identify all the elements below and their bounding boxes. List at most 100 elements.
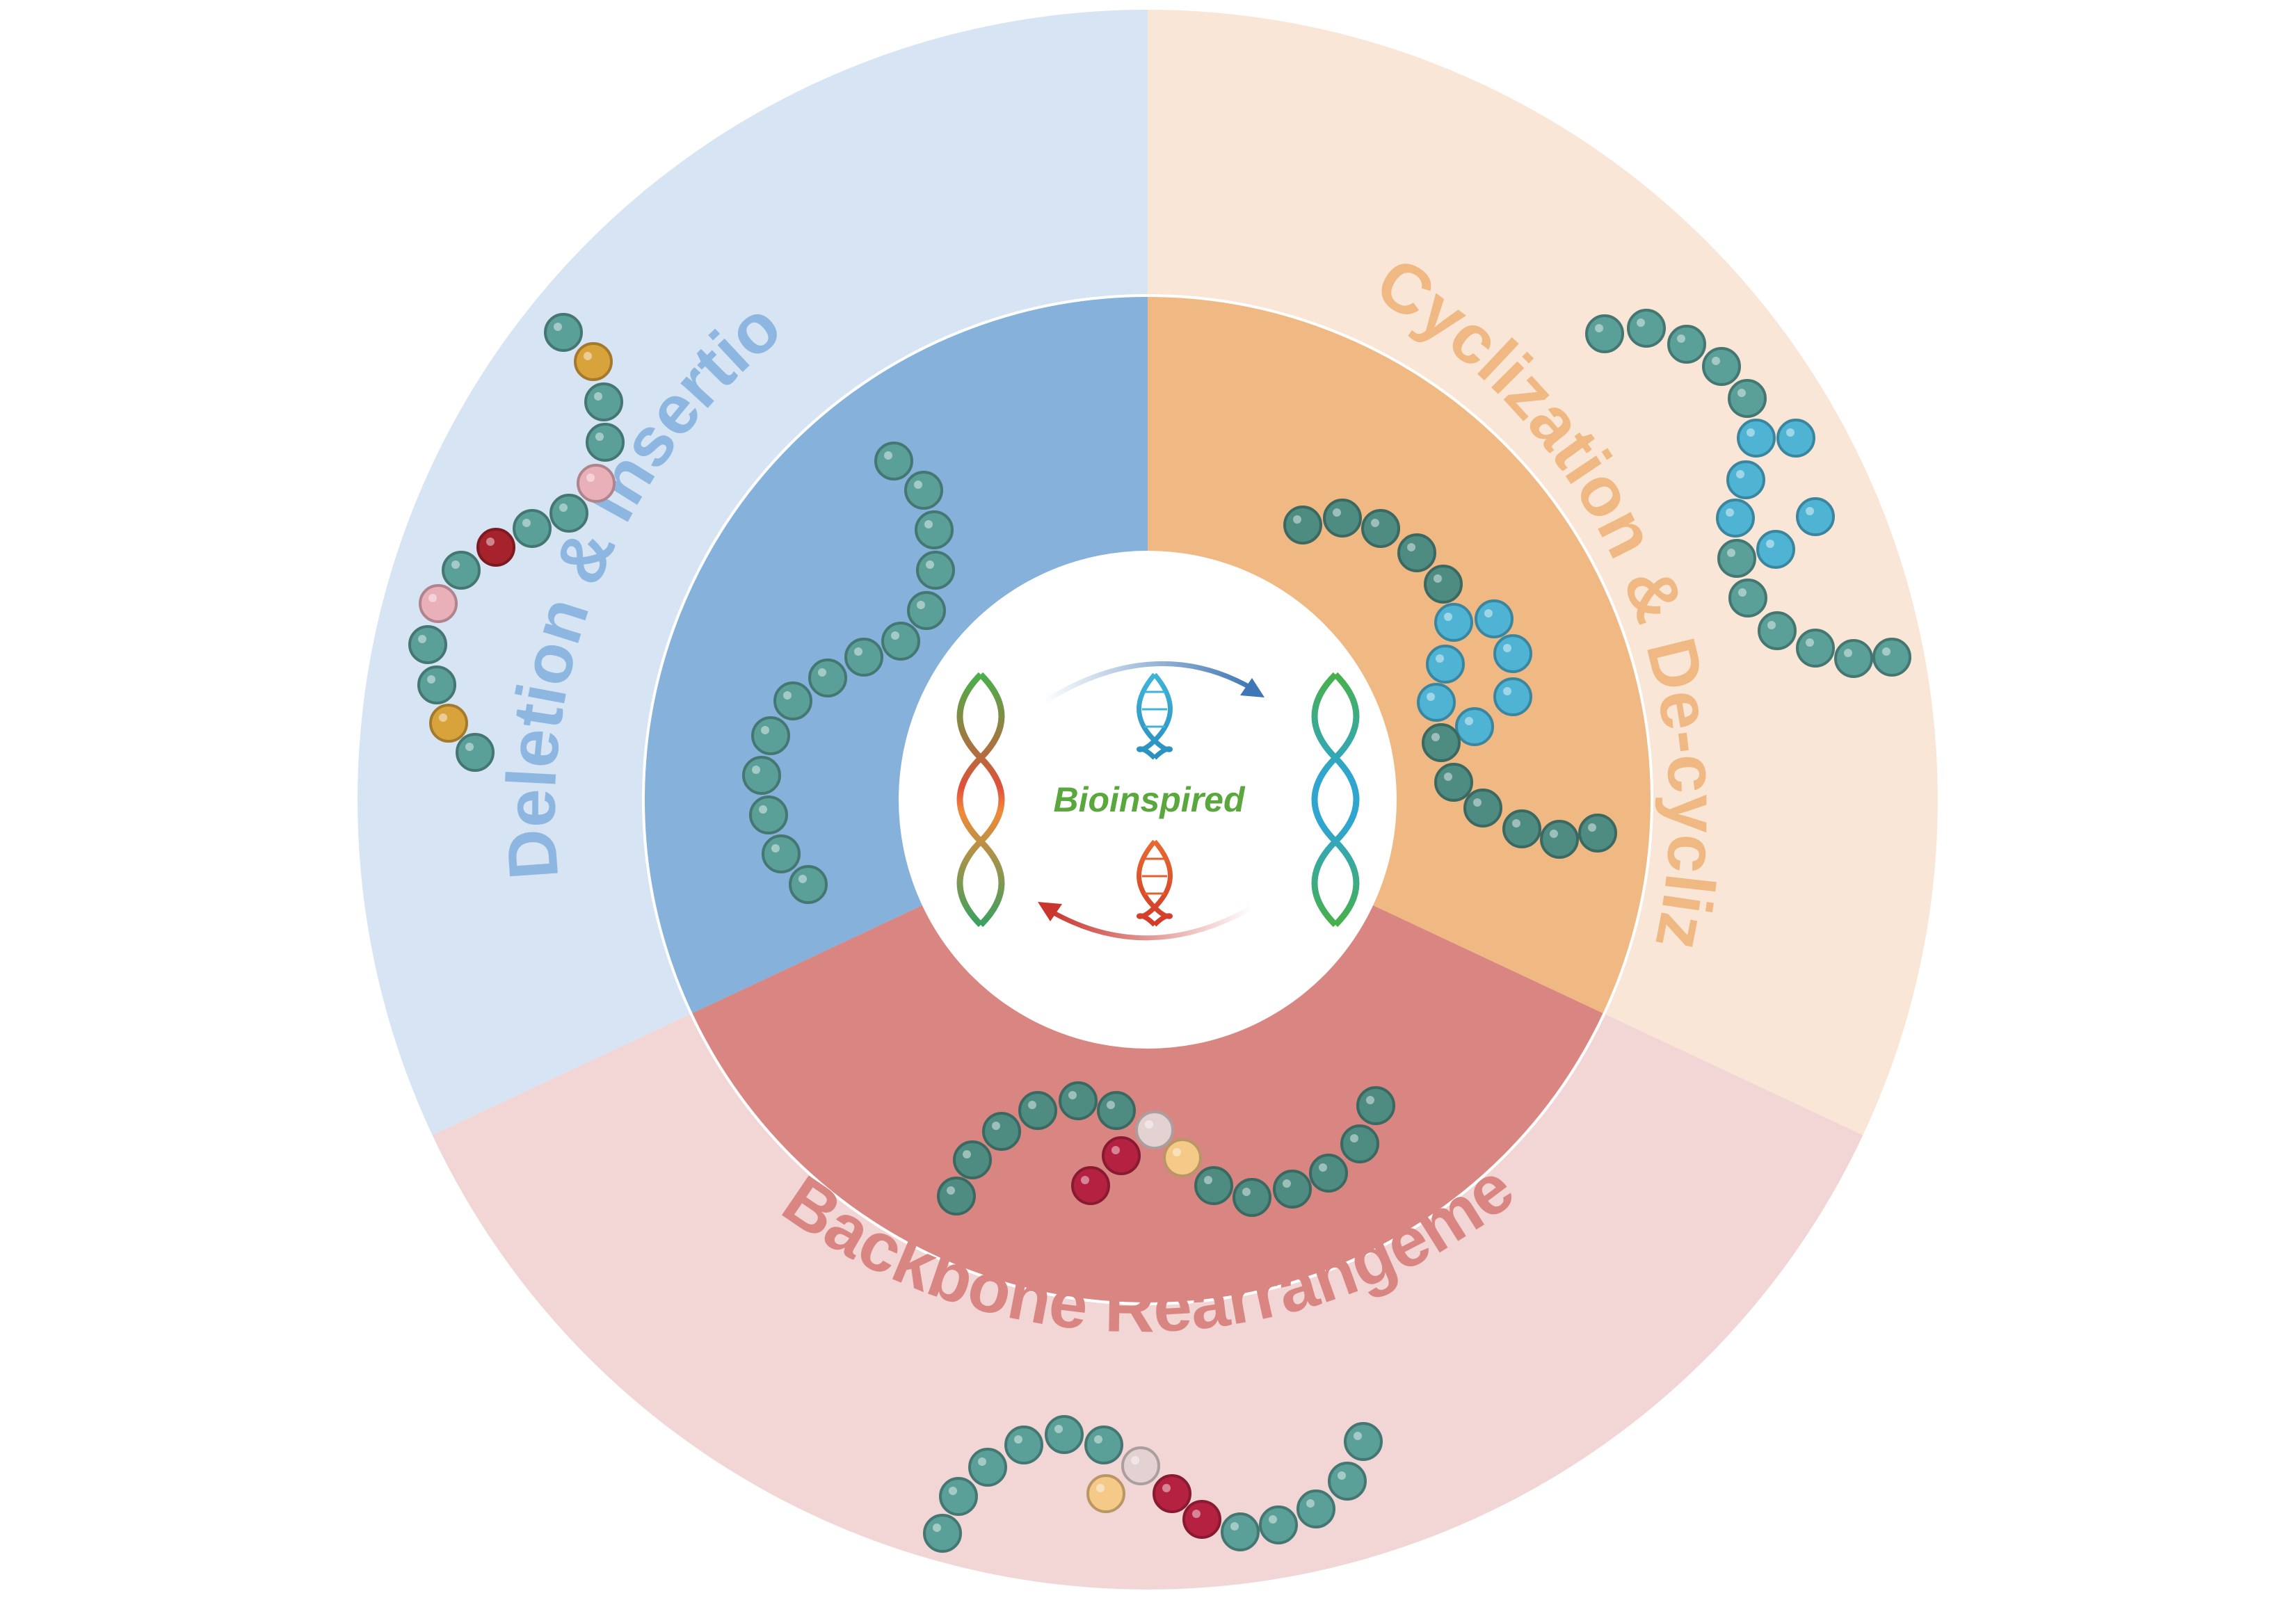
bead (1776, 419, 1815, 458)
bead (1502, 809, 1541, 848)
bead (1627, 309, 1666, 348)
bead (544, 313, 583, 352)
bead-highlight (1747, 428, 1755, 437)
bead-highlight (1283, 1179, 1291, 1188)
bead-highlight (1173, 1148, 1181, 1156)
bead-highlight (949, 1487, 957, 1495)
bead-highlight (1371, 519, 1379, 527)
bead (1084, 1426, 1123, 1464)
bead (1728, 379, 1767, 418)
bead-highlight (924, 520, 933, 528)
bead-highlight (586, 474, 595, 482)
bead-highlight (1014, 1435, 1022, 1444)
bead-highlight (926, 560, 934, 569)
bead (1834, 639, 1873, 678)
bead (584, 382, 623, 421)
chain-cyclization-inner (1283, 499, 1617, 859)
bead-highlight (1054, 1425, 1063, 1433)
chain-cyclization-outer (1585, 309, 1911, 678)
dna-helix-right-icon (1311, 672, 1360, 928)
bead (1296, 1489, 1335, 1528)
bead (939, 1477, 978, 1516)
bead (1756, 530, 1795, 569)
bead (1259, 1505, 1298, 1544)
bead (874, 442, 913, 481)
bead (1045, 1415, 1084, 1454)
bead (1434, 603, 1473, 642)
bead-highlight (818, 668, 826, 677)
bead (904, 471, 943, 510)
bead-highlight (1637, 318, 1645, 327)
bead-highlight (418, 635, 426, 643)
bead-highlight (1595, 324, 1603, 332)
bead-highlight (1550, 830, 1558, 838)
bead (749, 796, 788, 834)
bead-highlight (854, 647, 862, 656)
bead-highlight (1444, 773, 1452, 781)
bead-highlight (554, 323, 562, 331)
bead (1578, 814, 1617, 853)
bead (915, 510, 954, 549)
bead (907, 591, 946, 630)
bead (1194, 1166, 1233, 1205)
bead-highlight (1068, 1091, 1077, 1099)
bead-highlight (1145, 1120, 1153, 1129)
bead-highlight (1473, 798, 1482, 807)
bead-highlight (1306, 1499, 1315, 1508)
bead-highlight (1269, 1515, 1277, 1524)
bead-highlight (1512, 819, 1520, 827)
arrow-forward-icon (1042, 661, 1253, 704)
bead (1397, 533, 1436, 572)
chain-rearrangement-inner (937, 1081, 1395, 1217)
bead-highlight (1738, 588, 1747, 597)
bead (751, 716, 790, 755)
bead-highlight (1354, 1432, 1362, 1440)
bead (923, 1514, 962, 1553)
bead-highlight (1503, 644, 1511, 652)
bead-highlight (1727, 549, 1735, 557)
bead (1121, 1446, 1160, 1485)
bead-highlight (1094, 1435, 1102, 1444)
bead-highlight (1436, 654, 1444, 663)
bead (742, 756, 781, 795)
bead (1273, 1170, 1312, 1209)
bead (1417, 683, 1456, 722)
bead-highlight (1096, 1484, 1105, 1492)
bead (1221, 1512, 1260, 1551)
inner-ring-border (642, 294, 1653, 1305)
bead-highlight (559, 503, 568, 512)
bead (1716, 499, 1755, 538)
bead (789, 865, 828, 904)
bead (419, 584, 458, 623)
bead (968, 1448, 1007, 1487)
bead (1361, 509, 1400, 548)
bead-highlight (1107, 1101, 1115, 1109)
bead (586, 423, 625, 462)
bead-highlight (759, 805, 767, 814)
bead-highlight (914, 481, 922, 489)
bead (1726, 460, 1765, 499)
bead (429, 704, 468, 743)
bead (1728, 579, 1767, 617)
bead (881, 622, 920, 661)
bead-highlight (1588, 823, 1596, 832)
bead-highlight (947, 1186, 955, 1195)
bead (844, 638, 883, 677)
bead (1455, 707, 1494, 746)
bead (1356, 1086, 1395, 1125)
bead-highlight (1766, 540, 1774, 548)
bead-highlight (1111, 1146, 1120, 1154)
bead-highlight (584, 352, 592, 360)
bead (1422, 723, 1461, 762)
bead (442, 551, 481, 590)
bead (1493, 677, 1532, 716)
bead (982, 1112, 1021, 1151)
bead (1102, 1136, 1141, 1175)
bead (408, 625, 447, 664)
inner-sector-rearrangement (691, 800, 1605, 1305)
bead-highlight (933, 1524, 941, 1532)
bead (773, 681, 812, 720)
bead (1323, 499, 1362, 538)
bead (1182, 1500, 1221, 1539)
